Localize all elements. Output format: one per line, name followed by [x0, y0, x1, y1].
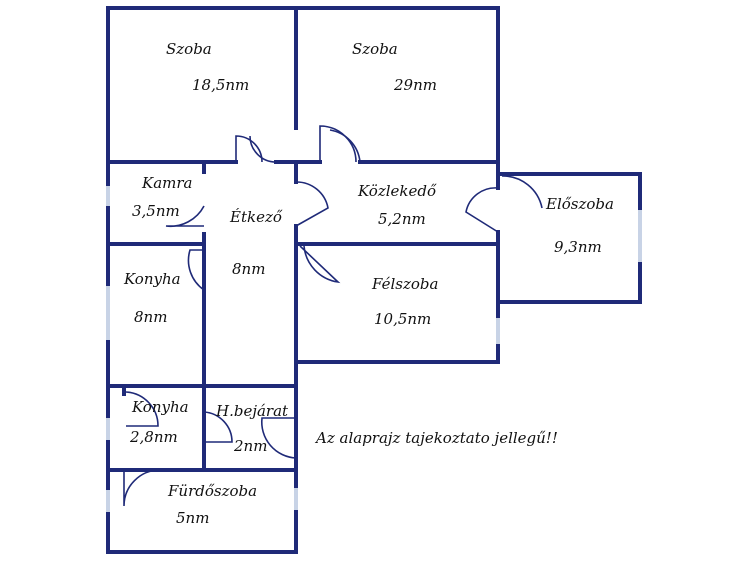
room-area-furdoszoba: 5nm: [176, 509, 210, 527]
room-name-furdoszoba: Fürdőszoba: [168, 482, 258, 500]
disclaimer-note: Az alaprajz tajekoztato jellegű!!: [316, 429, 558, 447]
windows: [106, 186, 642, 512]
room-name-konyha-1: Konyha: [124, 270, 181, 288]
room-area-hbejarat: 2nm: [234, 437, 268, 455]
room-area-felszoba: 10,5nm: [374, 310, 432, 328]
room-name-felszoba: Félszoba: [372, 275, 439, 293]
room-area-etkezo: 8nm: [232, 260, 266, 278]
room-name-etkezo: Étkező: [230, 208, 282, 226]
room-area-konyha-2: 2,8nm: [130, 428, 178, 446]
room-name-kamra: Kamra: [142, 174, 193, 192]
doors: [123, 125, 543, 507]
room-area-konyha-1: 8nm: [134, 308, 168, 326]
room-name-kozlekedo: Közlekedő: [358, 182, 437, 200]
room-area-szoba-1: 18,5nm: [192, 76, 250, 94]
room-area-eloszoba: 9,3nm: [554, 238, 602, 256]
room-name-hbejarat: H.bejárat: [216, 402, 289, 420]
room-area-kozlekedo: 5,2nm: [378, 210, 426, 228]
room-area-szoba-2: 29nm: [394, 76, 437, 94]
room-area-kamra: 3,5nm: [132, 202, 180, 220]
room-name-szoba-2: Szoba: [352, 40, 398, 58]
room-name-eloszoba: Előszoba: [546, 195, 614, 213]
room-name-konyha-2: Konyha: [132, 398, 189, 416]
room-name-szoba-1: Szoba: [166, 40, 212, 58]
